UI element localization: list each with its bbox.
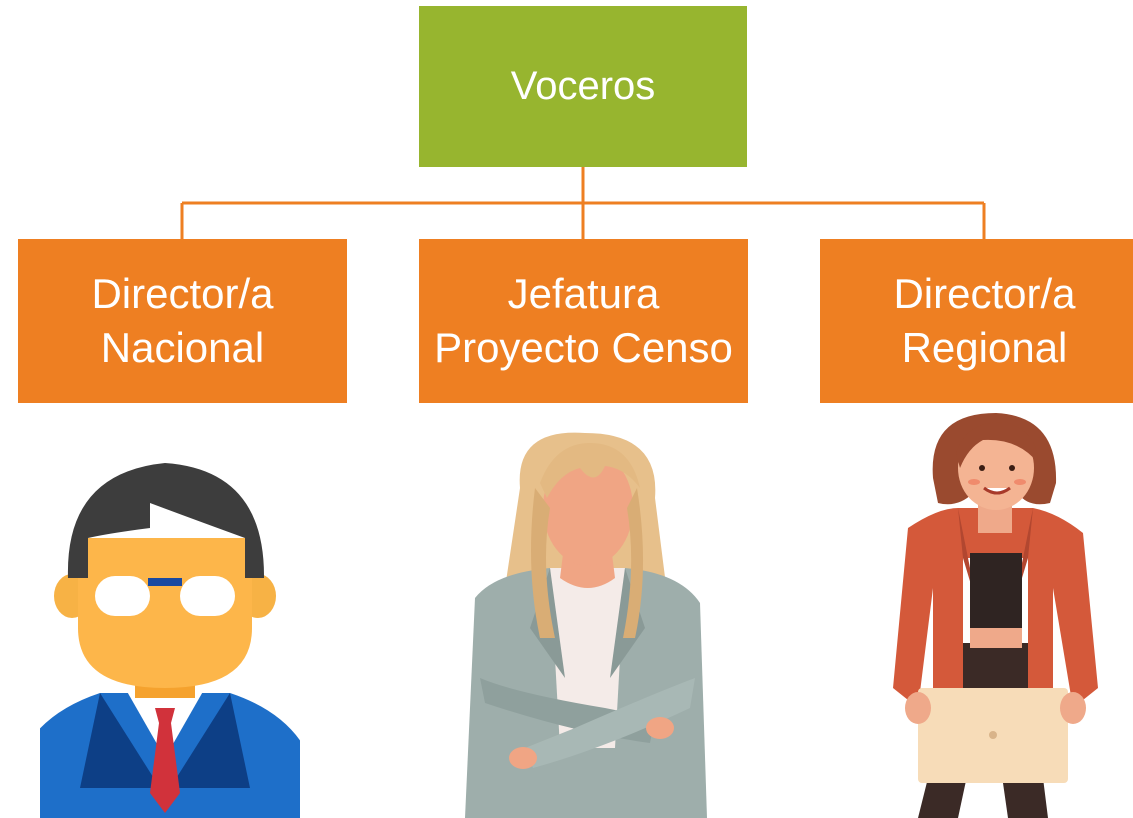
blonde-woman-arms-crossed-icon (465, 432, 707, 818)
box-label-line1: Director/a (91, 270, 274, 318)
box-label-line1: Director/a (893, 270, 1076, 318)
jefatura-proyecto-censo-box: Jefatura Proyecto Censo (419, 239, 748, 403)
voceros-root-box: Voceros (419, 6, 747, 167)
root-label: Voceros (510, 64, 656, 108)
man-in-suit-avatar-icon (40, 463, 300, 818)
director-nacional-box: Director/a Nacional (18, 239, 347, 403)
director-regional-box: Director/a Regional (820, 239, 1133, 403)
box-label-line2: Nacional (100, 324, 265, 371)
woman-with-folder-icon (893, 413, 1098, 818)
box-label-line2: Regional (901, 324, 1068, 371)
box-label-line1: Jefatura (507, 270, 660, 318)
box-label-line2: Proyecto Censo (434, 324, 733, 371)
